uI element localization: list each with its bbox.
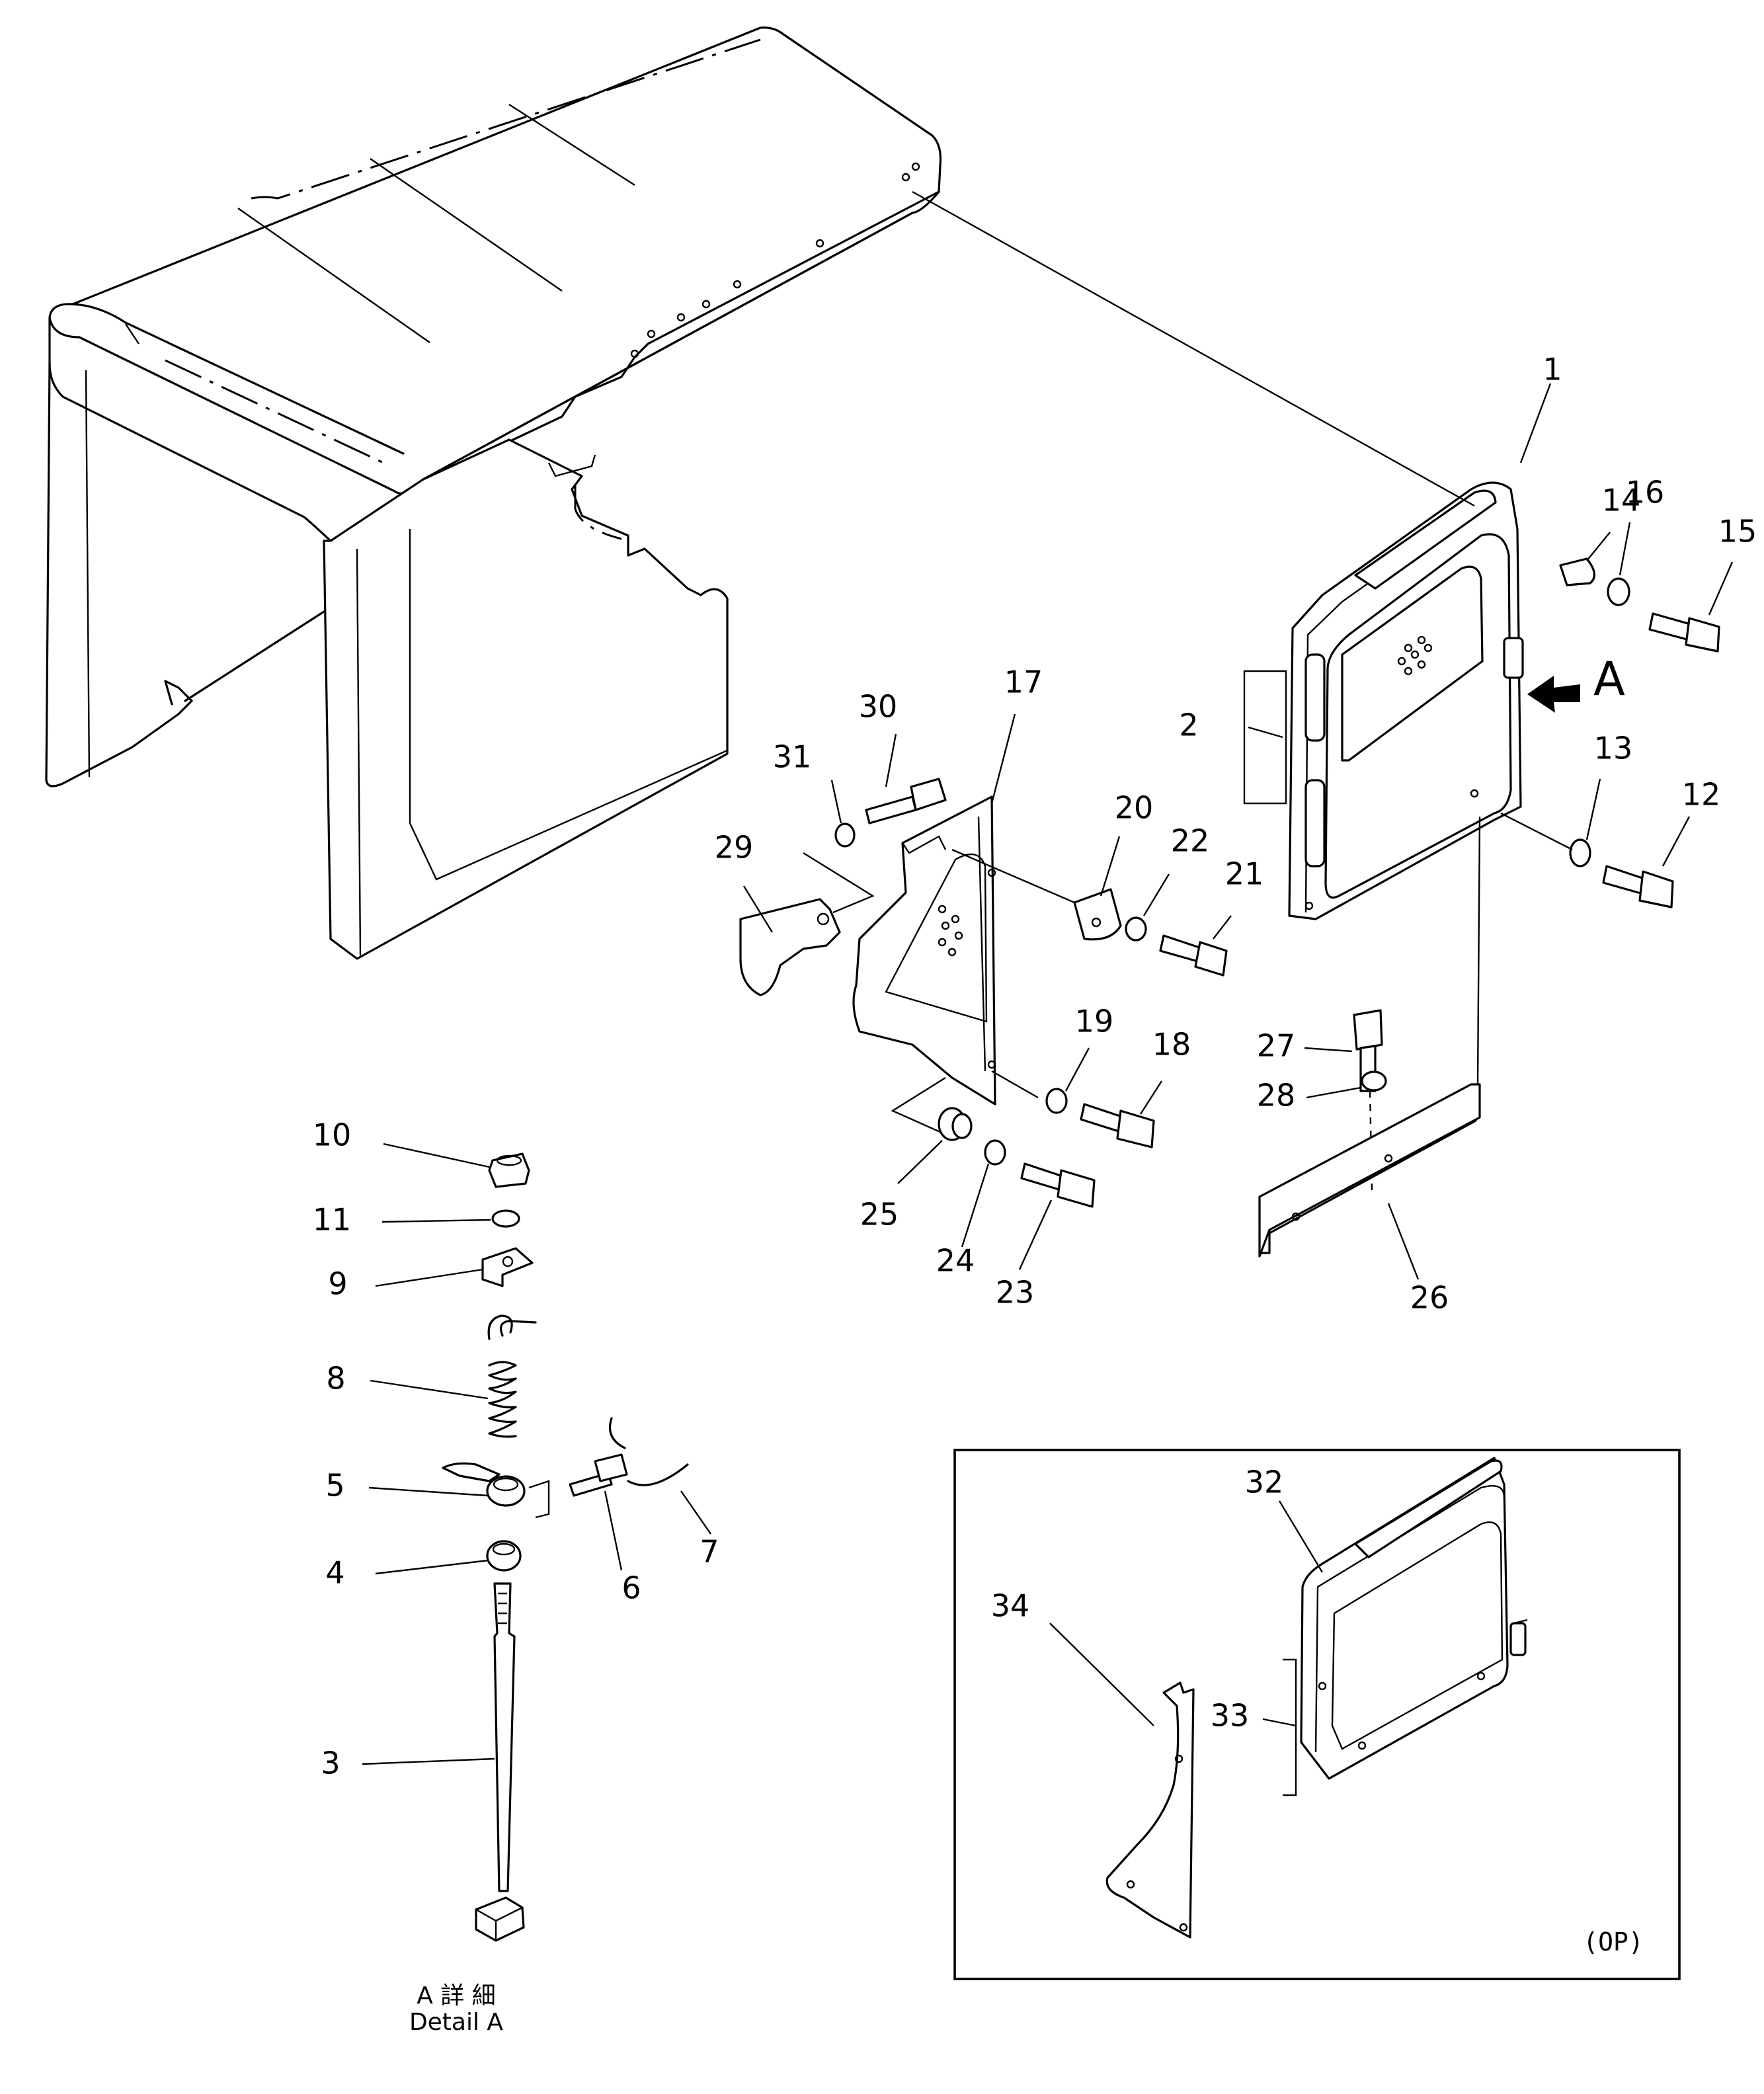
part-label-14: 14 <box>1602 483 1641 518</box>
washer-13 <box>1569 838 1591 867</box>
collar-4 <box>486 1540 522 1572</box>
bushing-25 <box>938 1107 973 1141</box>
part-label-12: 12 <box>1682 777 1721 813</box>
washer-22 <box>1125 916 1147 942</box>
wire-7 <box>608 1417 689 1486</box>
part-labels: 1 2 3 4 5 6 7 8 9 10 11 12 13 14 15 16 1… <box>313 352 1757 1957</box>
part-label-28: 28 <box>1257 1078 1296 1113</box>
part-label-27: 27 <box>1257 1028 1296 1064</box>
part-label-29: 29 <box>715 830 754 866</box>
washer-28 <box>1361 1070 1387 1092</box>
hood-assembly <box>45 26 942 960</box>
leader-lines <box>362 383 1734 1765</box>
part-label-31: 31 <box>773 739 812 775</box>
part-label-9: 9 <box>328 1266 347 1302</box>
part-label-11: 11 <box>313 1202 352 1238</box>
fasteners <box>834 557 1720 1208</box>
view-arrow-A: A <box>1527 652 1625 713</box>
rod-3 <box>475 1582 525 1942</box>
bolt-15 <box>1648 612 1720 653</box>
part-label-24: 24 <box>936 1243 975 1279</box>
plate-26 <box>1258 1083 1481 1258</box>
part-label-7: 7 <box>700 1534 719 1570</box>
washer-19 <box>1045 1088 1068 1114</box>
vent-holes <box>1397 635 1433 676</box>
bolt-30 <box>865 778 947 825</box>
lever-29 <box>739 852 875 996</box>
detail-A-stack: A 詳 細 Detail A <box>409 1152 689 2036</box>
detail-caption-en: Detail A <box>409 2009 503 2036</box>
part-label-16: 16 <box>1626 475 1665 510</box>
option-label: (OP) <box>1583 1927 1644 1956</box>
part-label-20: 20 <box>1115 790 1154 826</box>
washer-16 <box>1607 577 1630 606</box>
part-label-34: 34 <box>991 1588 1030 1624</box>
clip-14 <box>1559 557 1595 586</box>
option-inset <box>953 1449 1681 1980</box>
bolt-12 <box>1602 865 1674 908</box>
part-label-4: 4 <box>325 1555 344 1591</box>
door-assembly <box>912 190 1524 1085</box>
part-label-33: 33 <box>1211 1698 1250 1734</box>
detail-caption-jp: A 詳 細 <box>417 1982 496 2009</box>
washer-24 <box>984 1139 1006 1166</box>
part-label-32: 32 <box>1245 1465 1284 1500</box>
part-label-10: 10 <box>313 1117 352 1153</box>
clip-20 <box>1073 888 1122 941</box>
bolt-27 <box>1353 1009 1383 1092</box>
part-label-13: 13 <box>1594 731 1633 766</box>
nut-10 <box>488 1152 530 1188</box>
bolt-23 <box>1020 1162 1096 1208</box>
washer-11 <box>491 1209 520 1228</box>
part-label-19: 19 <box>1075 1004 1114 1039</box>
part-label-5: 5 <box>325 1468 344 1504</box>
part-label-15: 15 <box>1718 514 1757 549</box>
part-label-26: 26 <box>1410 1280 1449 1316</box>
washer-31 <box>834 823 856 848</box>
part-label-6: 6 <box>621 1570 641 1606</box>
part-label-18: 18 <box>1152 1027 1191 1063</box>
part-label-1: 1 <box>1543 352 1562 387</box>
part-label-30: 30 <box>859 689 898 725</box>
spring-8 <box>488 1361 517 1438</box>
bolt-18 <box>1080 1103 1155 1148</box>
part-label-3: 3 <box>321 1746 340 1781</box>
part-label-2: 2 <box>1179 707 1198 743</box>
part-label-22: 22 <box>1171 823 1210 859</box>
part-label-21: 21 <box>1225 856 1264 892</box>
view-marker: A <box>1593 652 1625 706</box>
part-label-25: 25 <box>860 1197 899 1232</box>
part-label-23: 23 <box>996 1275 1035 1310</box>
bolt-21 <box>1159 934 1228 977</box>
part-label-17: 17 <box>1004 664 1043 700</box>
pin-6 <box>569 1453 628 1497</box>
part-label-8: 8 <box>326 1361 345 1396</box>
bracket-17 <box>852 795 1075 1139</box>
lever-5 <box>442 1462 550 1519</box>
plate-9 <box>481 1247 534 1287</box>
